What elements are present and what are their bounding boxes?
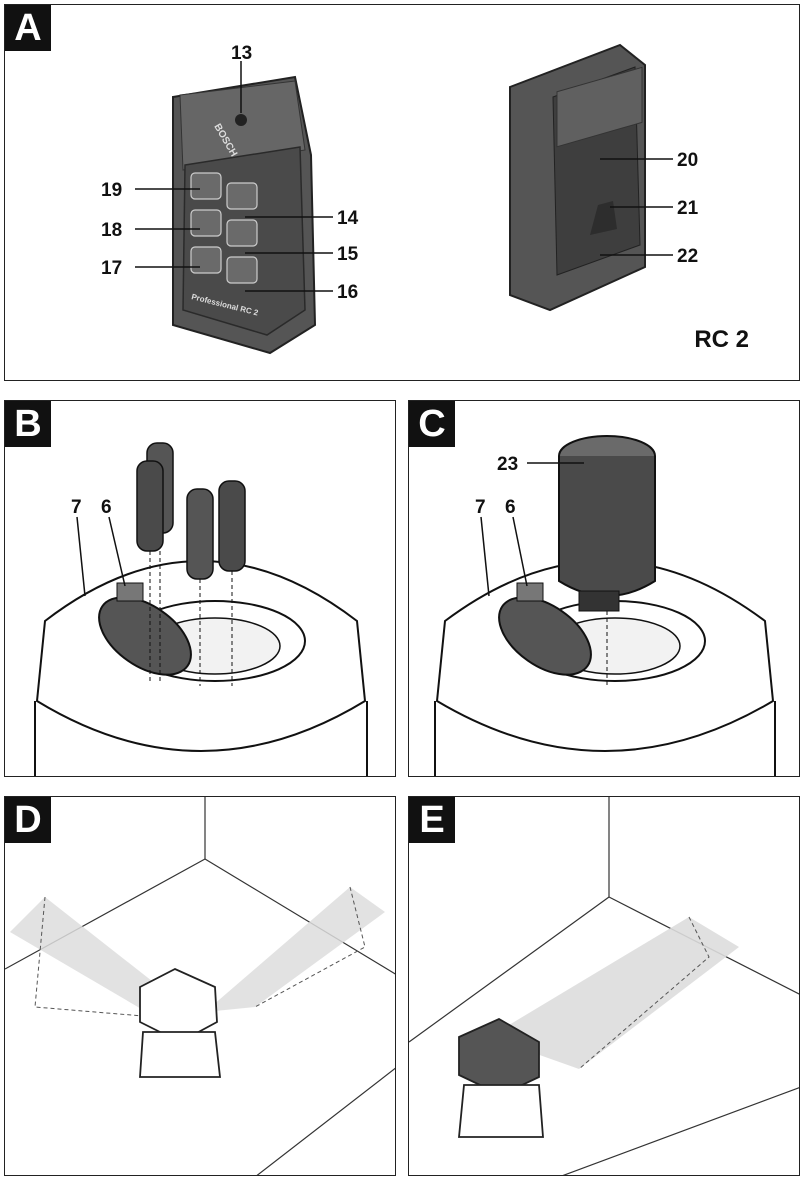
laser-device	[139, 968, 222, 1078]
panel-c: C 23 7 6	[408, 400, 800, 777]
laser-device-e	[458, 1017, 544, 1138]
callout-6: 6	[101, 497, 112, 518]
model-name: RC 2	[694, 326, 749, 353]
panel-label-c: C	[409, 401, 455, 447]
batteries	[136, 442, 246, 580]
callout-23: 23	[497, 454, 518, 475]
battery-pack	[558, 435, 656, 612]
panel-label-e: E	[409, 797, 455, 843]
panel-a: A BOSCH Professional RC 2	[4, 4, 800, 381]
battery-insertion-illustration: 7 6	[34, 442, 368, 776]
callout-13: 13	[231, 43, 252, 64]
remote-back-view	[509, 43, 646, 312]
cross-line-illustration	[5, 797, 395, 1175]
callout-7-c: 7	[475, 497, 486, 518]
callout-18: 18	[101, 220, 122, 241]
leader-lines	[135, 61, 673, 292]
callout-22: 22	[677, 246, 698, 267]
panel-b: B 7 6	[4, 400, 396, 777]
panel-label-b: B	[5, 401, 51, 447]
panel-e: E	[408, 796, 800, 1176]
callout-19: 19	[101, 180, 122, 201]
remote-control: BOSCH Professional RC 2	[172, 75, 317, 355]
callout-17: 17	[101, 258, 122, 279]
callout-16: 16	[337, 282, 358, 303]
callout-15: 15	[337, 244, 359, 265]
callout-21: 21	[677, 198, 699, 219]
panel-d: D	[4, 796, 396, 1176]
insertion-guides	[149, 551, 233, 686]
single-line-illustration	[409, 797, 799, 1175]
remote-illustration: BOSCH Professional RC 2 13 19 14 18	[101, 43, 699, 355]
callout-6-c: 6	[505, 497, 516, 518]
callout-14: 14	[337, 208, 359, 229]
battery-pack-illustration: 23 7 6	[434, 435, 776, 776]
panel-label-d: D	[5, 797, 51, 843]
callout-7: 7	[71, 497, 82, 518]
callout-20: 20	[677, 150, 698, 171]
panel-label-a: A	[5, 5, 51, 51]
